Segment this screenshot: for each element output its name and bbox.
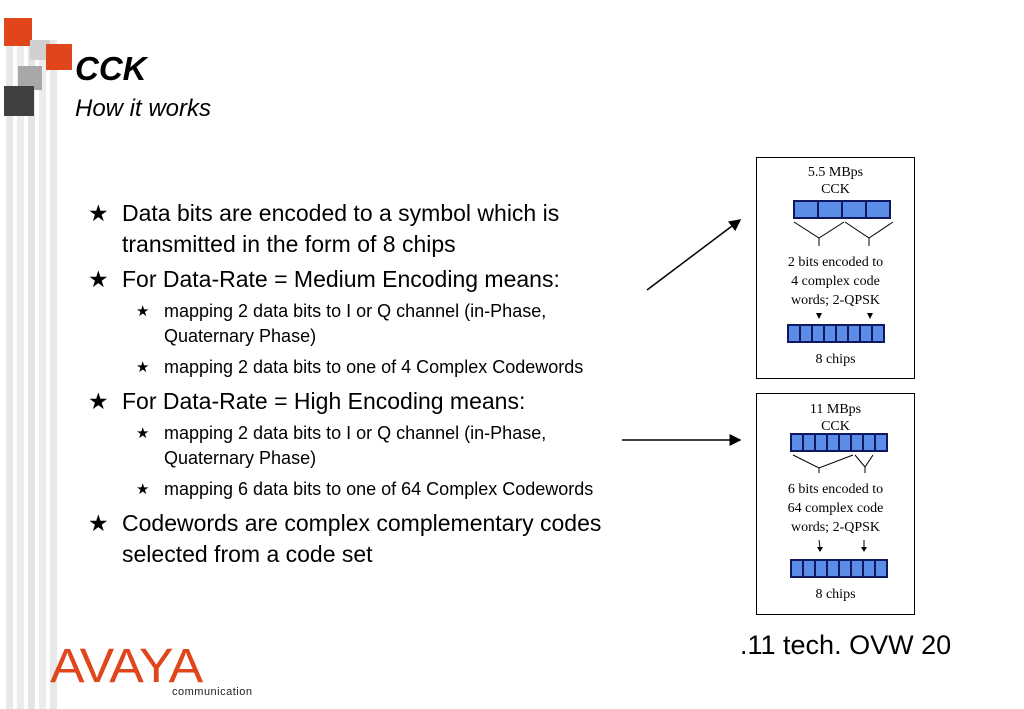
bullet-item: ★ Data bits are encoded to a symbol which… bbox=[88, 198, 633, 260]
decor-stripe bbox=[39, 40, 46, 709]
sub-bullet-text: mapping 6 data bits to one of 64 Complex… bbox=[164, 479, 594, 499]
diagram-desc: words; 2-QPSK bbox=[790, 520, 881, 535]
diagram-desc: 2 bits encoded to bbox=[787, 255, 884, 270]
star-bullet-icon: ★ bbox=[136, 303, 150, 320]
logo-tagline: communication bbox=[172, 686, 253, 698]
bullet-item: ★ Codewords are complex complementary cod… bbox=[88, 508, 633, 570]
sub-bullet-item: ★ mapping 2 data bits to I or Q channel (… bbox=[88, 299, 633, 349]
diagram-chips-label: 8 chips bbox=[815, 587, 856, 602]
decor-square bbox=[4, 86, 34, 116]
bit-cell bbox=[793, 200, 819, 219]
avaya-logo: AVAYA communication bbox=[50, 642, 280, 702]
bullet-text: Data bits are encoded to a symbol which … bbox=[122, 200, 560, 257]
page-title: CCK bbox=[75, 50, 147, 87]
bullet-item: ★ For Data-Rate = High Encoding means: bbox=[88, 386, 633, 417]
diagram-desc: 64 complex code bbox=[787, 501, 884, 516]
bullet-item: ★ For Data-Rate = Medium Encoding means: bbox=[88, 264, 633, 295]
star-bullet-icon: ★ bbox=[88, 510, 109, 536]
star-bullet-icon: ★ bbox=[136, 425, 150, 442]
bit-grouping-braces bbox=[793, 221, 894, 246]
bit-cell bbox=[841, 200, 867, 219]
decor-stripe bbox=[6, 40, 13, 709]
bit-grouping-braces bbox=[792, 454, 874, 473]
input-bits-row bbox=[790, 433, 888, 452]
bullet-text: For Data-Rate = High Encoding means: bbox=[122, 388, 526, 414]
sub-bullet-item: ★ mapping 2 data bits to one of 4 Complex… bbox=[88, 355, 633, 380]
bullet-text: Codewords are complex complementary code… bbox=[122, 510, 602, 567]
star-bullet-icon: ★ bbox=[88, 200, 109, 226]
diagram-rate: 11 MBps bbox=[809, 402, 862, 417]
diagram-mode: CCK bbox=[821, 182, 850, 197]
input-bits-row bbox=[793, 200, 891, 219]
diagram-rate: 5.5 MBps bbox=[807, 165, 864, 180]
down-arrows bbox=[816, 313, 873, 319]
connector-arrows bbox=[622, 219, 742, 446]
sub-bullet-text: mapping 2 data bits to one of 4 Complex … bbox=[164, 357, 584, 377]
page-subtitle: How it works bbox=[75, 95, 212, 122]
diagram-chips-label: 8 chips bbox=[815, 352, 856, 367]
diagram-desc: 4 complex code bbox=[791, 274, 880, 289]
chip-cell bbox=[874, 559, 888, 578]
sub-bullet-item: ★ mapping 6 data bits to one of 64 Comple… bbox=[88, 477, 633, 502]
logo-brand: AVAYA bbox=[50, 640, 203, 693]
arrow-to-top-diagram bbox=[646, 219, 742, 291]
star-bullet-icon: ★ bbox=[88, 388, 109, 414]
star-bullet-icon: ★ bbox=[136, 359, 150, 376]
chip-cell bbox=[871, 324, 885, 343]
down-arrows bbox=[817, 539, 867, 552]
diagram-desc: words; 2-QPSK bbox=[790, 293, 881, 308]
bit-cell bbox=[865, 200, 891, 219]
diagram-mode: CCK bbox=[821, 419, 850, 434]
sub-bullet-item: ★ mapping 2 data bits to I or Q channel (… bbox=[88, 421, 633, 471]
output-chips-row bbox=[790, 559, 888, 578]
bit-cell bbox=[817, 200, 843, 219]
sub-bullet-text: mapping 2 data bits to I or Q channel (i… bbox=[164, 423, 547, 468]
decor-square bbox=[4, 18, 32, 46]
diagram-box-medium: 5.5 MBps CCK 2 bits encoded to 4 complex… bbox=[756, 157, 915, 379]
diagram-box-high: 11 MBps CCK 6 bits encoded to 64 complex… bbox=[756, 393, 915, 615]
star-bullet-icon: ★ bbox=[88, 266, 109, 292]
star-bullet-icon: ★ bbox=[136, 481, 150, 498]
decor-stripe bbox=[28, 40, 35, 709]
bullet-list: ★ Data bits are encoded to a symbol which… bbox=[88, 198, 633, 574]
output-chips-row bbox=[787, 324, 885, 343]
sub-bullet-text: mapping 2 data bits to I or Q channel (i… bbox=[164, 301, 547, 346]
decor-stripe bbox=[50, 40, 57, 709]
decor-square bbox=[30, 40, 50, 60]
diagram-desc: 6 bits encoded to bbox=[787, 482, 884, 497]
decor-stripe bbox=[17, 40, 24, 709]
bullet-text: For Data-Rate = Medium Encoding means: bbox=[122, 266, 560, 292]
bit-cell bbox=[874, 433, 888, 452]
decor-square bbox=[46, 44, 72, 70]
slide-footer: .11 tech. OVW 20 bbox=[740, 630, 952, 660]
